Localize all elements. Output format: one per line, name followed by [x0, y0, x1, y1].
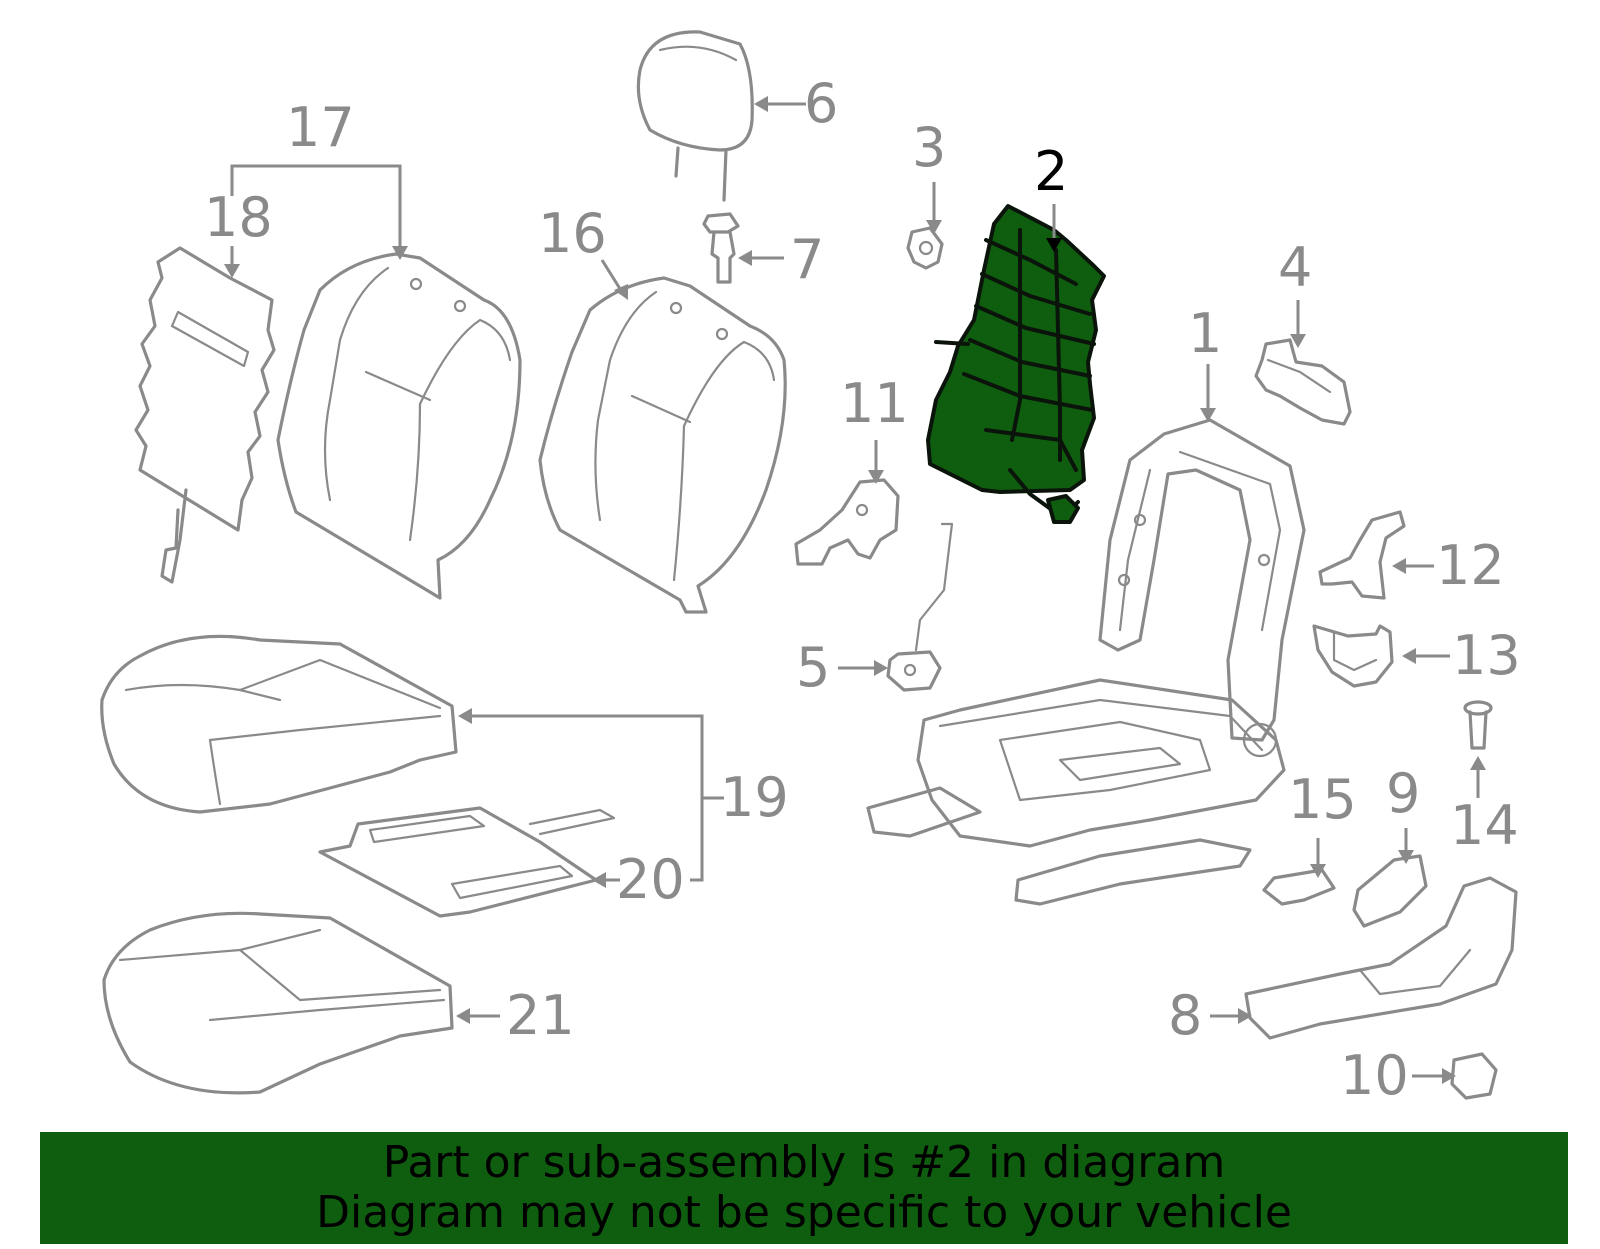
part-8-side-shield [1244, 876, 1518, 1040]
part-9-cover [1352, 854, 1428, 928]
callout-16: 16 [538, 202, 607, 265]
part-14-screw [1463, 700, 1493, 750]
callout-21: 21 [506, 984, 575, 1047]
callout-6: 6 [804, 72, 838, 135]
callout-2-highlighted: 2 [1034, 140, 1068, 203]
part-20-heater [318, 806, 616, 918]
part-10-nut [1450, 1052, 1498, 1100]
part-21-cushion-pad [102, 911, 454, 1095]
callout-1: 1 [1188, 302, 1222, 365]
callout-15: 15 [1288, 768, 1357, 831]
banner-line-1: Part or sub-assembly is #2 in diagram [382, 1137, 1226, 1188]
part-2-seatback-spring-highlighted [926, 204, 1106, 524]
callout-14: 14 [1450, 794, 1519, 857]
part-4-bracket [1254, 338, 1352, 426]
part-19-cushion [100, 634, 458, 814]
part-5-sensor [886, 522, 954, 692]
callout-20: 20 [616, 848, 685, 911]
callout-3: 3 [912, 116, 946, 179]
part-12-bracket [1318, 510, 1406, 600]
callout-9: 9 [1386, 762, 1420, 825]
part-18-back-panel [134, 246, 276, 584]
callout-11: 11 [840, 372, 909, 435]
callout-19: 19 [720, 766, 789, 829]
part-11-side-cover [794, 478, 900, 566]
part-6-headrest [636, 30, 754, 202]
callout-12: 12 [1436, 534, 1505, 597]
part-17-back-cover [276, 252, 522, 600]
callout-17: 17 [286, 96, 355, 159]
part-16-back-cover [538, 276, 787, 614]
banner-line-2: Diagram may not be specific to your vehi… [316, 1187, 1292, 1238]
callout-13: 13 [1452, 624, 1521, 687]
callout-4: 4 [1278, 236, 1312, 299]
leader-lines [224, 96, 1486, 1084]
callout-labels: 17 18 16 6 7 3 2 4 1 11 12 13 14 5 15 9 … [204, 72, 1521, 1107]
callout-10: 10 [1340, 1044, 1409, 1107]
part-15-clip [1262, 868, 1336, 906]
part-1-seat-frame [866, 418, 1306, 906]
callout-8: 8 [1168, 984, 1202, 1047]
info-banner: Part or sub-assembly is #2 in diagram Di… [40, 1132, 1568, 1244]
part-7-headrest-guide [702, 212, 740, 284]
callout-7: 7 [790, 228, 824, 291]
callout-18: 18 [204, 186, 273, 249]
part-3-clip [906, 226, 944, 270]
callout-5: 5 [796, 636, 830, 699]
part-13-cover [1312, 624, 1394, 688]
